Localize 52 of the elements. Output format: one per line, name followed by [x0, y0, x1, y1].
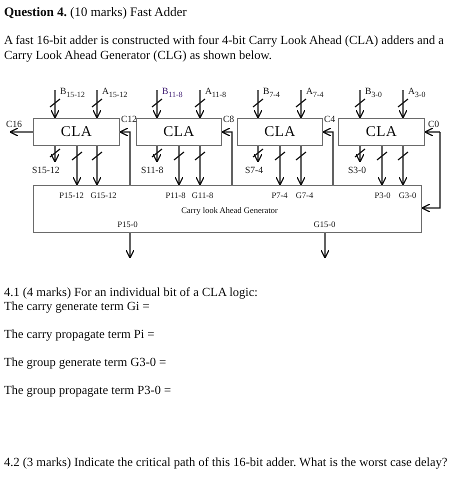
signal-label: C0 [428, 120, 440, 131]
port-label: P7-4 [271, 190, 288, 200]
question-line: The carry generate term Gi = [4, 299, 151, 314]
arrow [322, 127, 334, 185]
port-label: G3-0 [398, 190, 416, 200]
block-label: Carry look Ahead Generator [181, 204, 278, 214]
adder-box [136, 118, 222, 146]
signal-label: B$_{7-4}$ [263, 87, 280, 100]
signal-label: S7-4 [245, 166, 263, 177]
signal-label: B$_{15-12}$ [60, 87, 85, 100]
block-label: CLA [163, 124, 195, 140]
block-label: CLA [366, 124, 398, 140]
signal-label: B$_{3-0}$ [365, 87, 382, 100]
port-label: G15-0 [314, 218, 336, 228]
generator-box [33, 185, 422, 233]
signal-label: C4 [324, 115, 336, 126]
arrow [421, 132, 441, 213]
signal-label: S3-0 [348, 166, 366, 177]
signal-label: B$_{11-8}$ [162, 87, 183, 100]
signal-label: A$_{3-0}$ [408, 87, 426, 100]
question-line: The carry propagate term Pi = [4, 327, 156, 342]
question-line: 4.2 (3 marks) Indicate the critical path of this 16-bit adder. What is the worst case delay? [4, 455, 448, 470]
arrow [424, 127, 440, 137]
signal-label: S11-8 [141, 166, 164, 177]
question-line: The group propagate term P3-0 = [4, 383, 172, 398]
arrow [320, 233, 330, 259]
arrow [119, 127, 131, 185]
question-line: The group generate term G3-0 = [4, 355, 168, 370]
block-label: CLA [264, 124, 296, 140]
signal-label: A$_{7-4}$ [306, 87, 324, 100]
port-label: P15-0 [117, 218, 138, 228]
signal-label: C16 [6, 120, 22, 131]
signal-label: C8 [223, 115, 234, 126]
port-label: G15-12 [90, 190, 116, 200]
port-label: G11-8 [192, 190, 214, 200]
signal-label: A$_{11-8}$ [205, 87, 226, 100]
question-text: A fast 16-bit adder is constructed with four 4-bit Carry Look Ahead (CLA) adders and a Carry Look Ahead Generator (CLG) as shown below. [4, 33, 445, 63]
adder-box [338, 118, 425, 146]
signal-label: S15-12 [32, 166, 60, 177]
port-label: P11-8 [166, 190, 186, 200]
signal-label: A$_{15-12}$ [102, 87, 128, 100]
question-line: 4.1 (4 marks) For an individual bit of a CLA logic: [4, 285, 259, 300]
port-label: G7-4 [296, 190, 314, 200]
question-title: Question 4. (10 marks) Fast Adder [4, 4, 187, 20]
block-label: CLA [60, 124, 92, 140]
arrow [9, 127, 33, 137]
adder-box [33, 118, 120, 146]
adder-box [237, 118, 323, 146]
port-label: P3-0 [374, 190, 391, 200]
arrow [221, 127, 233, 185]
arrow [125, 233, 135, 259]
port-label: P15-12 [59, 190, 84, 200]
